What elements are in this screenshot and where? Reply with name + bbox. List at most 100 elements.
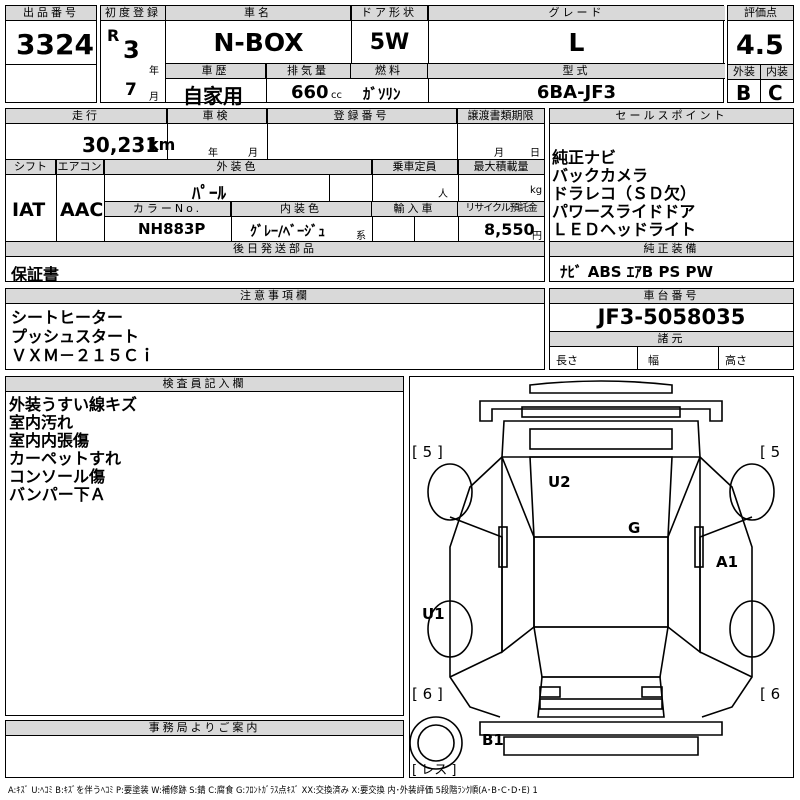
import-label: 輸入車 bbox=[372, 202, 458, 217]
interior-color-value: ｸﾞﾚｰ/ﾍﾞｰｼﾞｭ bbox=[250, 224, 326, 240]
load-label: 最大積載量 bbox=[458, 160, 544, 175]
recycle-unit: 円 bbox=[532, 231, 542, 242]
inspector-box: 検査員記入欄 外装うすい線キズ 室内汚れ 室内内張傷 カーペットすれ コンソール… bbox=[5, 376, 404, 716]
tire-rr-bracket: [ 6 bbox=[760, 685, 781, 703]
lot-box: 出品番号 3324 bbox=[5, 5, 97, 103]
first-reg-label: 初度登録 bbox=[101, 6, 166, 21]
interior-color-label: 内装色 bbox=[231, 202, 372, 217]
int-grade: C bbox=[768, 81, 783, 105]
inspector-line: 外装うすい線キズ bbox=[9, 395, 138, 414]
regno-label: 登録番号 bbox=[267, 109, 457, 124]
spare-value: レス bbox=[421, 763, 448, 778]
capacity-label: 乗車定員 bbox=[372, 160, 458, 175]
later-parts-label: 後日発送部品 bbox=[6, 242, 544, 257]
score-label: 評価点 bbox=[728, 6, 793, 21]
month-unit: 月 bbox=[149, 92, 159, 103]
displacement-value: 660 bbox=[291, 82, 329, 103]
damage-mark-u2: U2 bbox=[548, 473, 571, 491]
sales-line: バックカメラ bbox=[552, 166, 649, 185]
notes-line: プッシュスタート bbox=[11, 327, 140, 346]
grade-value: L bbox=[568, 28, 585, 57]
later-parts-value: 保証書 bbox=[11, 265, 60, 284]
detail-box: 走行 車検 登録番号 譲渡書類期限 30,231 km 年 月 月 日 シフト … bbox=[5, 108, 545, 284]
sales-line: 純正ナビ bbox=[552, 148, 617, 167]
damage-mark-b1: B1 bbox=[482, 731, 504, 749]
ext-grade: B bbox=[736, 81, 752, 105]
era: R bbox=[107, 26, 120, 45]
damage-mark-g: G bbox=[628, 519, 641, 537]
tire-rl-bracket: [ 6 ] bbox=[412, 685, 443, 703]
office-box: 事務局よりご案内 bbox=[5, 720, 404, 778]
length-label: 長さ bbox=[556, 354, 578, 367]
shift-value: IAT bbox=[12, 199, 46, 221]
grade-label: グレード bbox=[428, 6, 725, 21]
chassis-value: JF3-5058035 bbox=[597, 305, 746, 329]
recycle-label: リサイクル預託金 bbox=[458, 202, 544, 217]
car-outline-diagram bbox=[410, 380, 775, 770]
insp-year-unit: 年 bbox=[208, 148, 218, 159]
ext-label: 外装 bbox=[728, 65, 761, 80]
notes-box: 注意事項欄 シートヒーター プッシュスタート ＶＸＭ－２１５Ｃｉ bbox=[5, 288, 545, 370]
reg-year: 3 bbox=[123, 36, 140, 64]
mileage-label: 走行 bbox=[6, 109, 167, 124]
chassis-box: 車台番号 JF3-5058035 諸元 長さ 幅 高さ bbox=[549, 288, 794, 370]
score-value: 4.5 bbox=[736, 30, 784, 61]
damage-diagram: [ 5 ] [ 5 [ 6 ] [ 6 [ レス ] U2 G A1 U1 B1 bbox=[409, 376, 794, 778]
chassis-label: 車台番号 bbox=[550, 289, 793, 304]
sales-label: セールスポイント bbox=[550, 109, 793, 124]
inspector-line: コンソール傷 bbox=[9, 467, 106, 486]
dims-label: 諸元 bbox=[550, 332, 793, 347]
damage-mark-a1: A1 bbox=[716, 553, 739, 571]
load-unit: kg bbox=[530, 185, 543, 196]
displacement-unit: cc bbox=[331, 90, 342, 101]
height-label: 高さ bbox=[725, 354, 747, 367]
capacity-unit: 人 bbox=[438, 189, 448, 200]
mileage-value: 30,231 bbox=[82, 133, 160, 157]
int-label: 内装 bbox=[761, 65, 793, 80]
model-label: 型式 bbox=[428, 64, 725, 79]
shift-label: シフト bbox=[6, 160, 56, 175]
sales-line: パワースライドドア bbox=[552, 202, 696, 221]
tire-fl-value: 5 bbox=[422, 443, 433, 461]
transfer-month-unit: 月 bbox=[494, 148, 504, 159]
equipment-value: ﾅﾋﾞ ABS ｴｱB PS PW bbox=[560, 263, 714, 281]
sales-line: ＬＥＤヘッドライト bbox=[552, 220, 697, 239]
exterior-color-label: 外装色 bbox=[104, 160, 372, 175]
fuel-label: 燃料 bbox=[351, 64, 428, 79]
equipment-label: 純正装備 bbox=[550, 242, 793, 257]
tire-rl-value: 6 bbox=[422, 685, 433, 703]
history-value: 自家用 bbox=[183, 84, 243, 108]
fuel-value: ｶﾞｿﾘﾝ bbox=[363, 85, 401, 103]
door-value: 5W bbox=[369, 30, 410, 55]
mileage-unit: km bbox=[148, 135, 176, 154]
notes-line: シートヒーター bbox=[11, 308, 124, 327]
car-name: N-BOX bbox=[213, 28, 304, 57]
score-box: 評価点 4.5 外装 内装 B C bbox=[727, 5, 794, 105]
aircon-label: エアコン bbox=[56, 160, 104, 175]
tire-fl-bracket: [ 5 ] bbox=[412, 443, 443, 461]
lot-number: 3324 bbox=[16, 28, 94, 61]
legend-text: A:ｷｽﾞ U:ﾍｺﾐ B:ｷｽﾞを伴うﾍｺﾐ P:要塗装 W:補修跡 S:錆 … bbox=[8, 786, 538, 796]
damage-mark-u1: U1 bbox=[422, 605, 445, 623]
inspection-label: 車検 bbox=[167, 109, 267, 124]
color-no-label: カラーNo. bbox=[105, 202, 231, 217]
lot-label: 出品番号 bbox=[6, 6, 96, 21]
door-label: ドア形状 bbox=[351, 6, 428, 21]
aircon-value: AAC bbox=[60, 199, 104, 221]
color-no-value: NH883P bbox=[138, 220, 206, 238]
model-value: 6BA-JF3 bbox=[536, 82, 617, 103]
exterior-color-value: ﾊﾟｰﾙ bbox=[192, 184, 226, 204]
recycle-value: 8,550 bbox=[484, 220, 535, 239]
interior-suffix: 系 bbox=[356, 231, 366, 242]
main-info-box: 初度登録 車名 ドア形状 グレード R 3 年 7 月 N-BOX 5W L 車… bbox=[100, 5, 725, 108]
width-label: 幅 bbox=[648, 354, 659, 367]
office-label: 事務局よりご案内 bbox=[6, 721, 403, 736]
reg-month: 7 bbox=[125, 80, 137, 100]
inspector-label: 検査員記入欄 bbox=[6, 377, 403, 392]
transfer-label: 譲渡書類期限 bbox=[457, 109, 544, 124]
inspector-line: バンパー下Ａ bbox=[9, 485, 106, 504]
inspector-line: 室内内張傷 bbox=[9, 431, 90, 450]
inspector-line: 室内汚れ bbox=[9, 413, 74, 432]
notes-label: 注意事項欄 bbox=[6, 289, 544, 304]
sales-line: ドラレコ（ＳＤ欠） bbox=[552, 184, 697, 203]
